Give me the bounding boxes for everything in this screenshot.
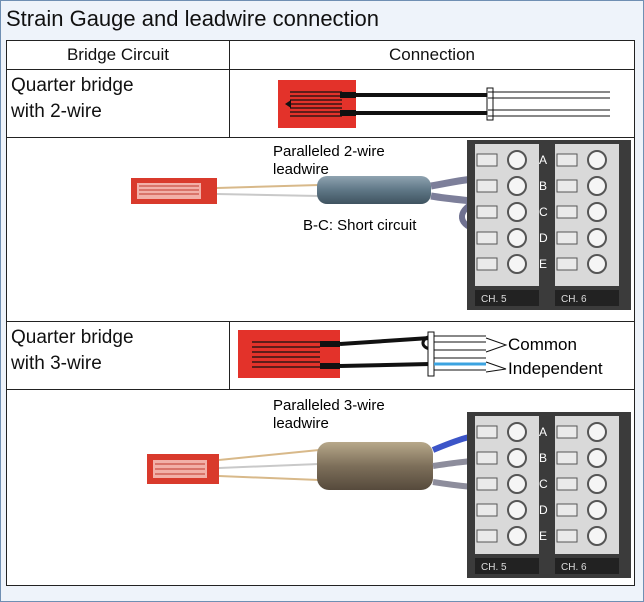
schematic-3wire: Common Independent xyxy=(238,330,603,378)
lead-label-line-2: leadwire xyxy=(273,415,329,432)
label-line-2: with 2-wire xyxy=(11,101,102,122)
schematic-2wire xyxy=(278,80,610,128)
terminal-letter-c: C xyxy=(539,205,548,219)
terminal-letter-b: B xyxy=(539,179,547,193)
lead-label-line-1: Paralleled 3-wire xyxy=(273,397,385,414)
terminal-block: A B C D E CH. 5 CH. 6 xyxy=(467,412,631,578)
photo-2wire: A B C D E CH. 5 CH. 6 Paralleled 2-wire … xyxy=(131,140,631,310)
terminal-letter-a: A xyxy=(539,153,547,167)
label-line-1: Quarter bridge xyxy=(11,75,134,96)
label-line-1: Quarter bridge xyxy=(11,327,134,348)
channel-label-left: CH. 5 xyxy=(481,294,507,305)
header-connection: Connection xyxy=(229,40,635,70)
schematic-3wire-cell: Common Independent xyxy=(229,321,635,390)
paralleled-cable xyxy=(317,176,431,204)
short-circuit-label: B-C: Short circuit xyxy=(303,217,417,234)
paralleled-cable xyxy=(317,442,433,490)
label-line-2: with 3-wire xyxy=(11,353,102,374)
independent-label: Independent xyxy=(508,359,603,378)
photo-3wire: A B C D E CH. 5 CH. 6 Paralleled 3-wire … xyxy=(147,397,631,578)
diagram-title: Strain Gauge and leadwire connection xyxy=(6,6,380,31)
terminal-letter-e: E xyxy=(539,529,547,543)
photo-2wire-cell: A B C D E CH. 5 CH. 6 Paralleled 2-wire … xyxy=(6,137,635,322)
terminal-block: A B C D E CH. 5 CH. 6 xyxy=(467,140,631,310)
terminal-letter-d: D xyxy=(539,503,548,517)
schematic-2wire-cell xyxy=(229,69,635,138)
strain-gauge-icon xyxy=(238,330,340,378)
connection-table: Bridge Circuit Connection Quarter bridge… xyxy=(6,40,635,586)
common-label: Common xyxy=(508,335,577,354)
header-bridge-circuit: Bridge Circuit xyxy=(6,40,230,70)
terminal-letter-c: C xyxy=(539,477,548,491)
channel-label-left: CH. 5 xyxy=(481,562,507,573)
gauge-grid xyxy=(290,91,342,117)
terminal-letter-d: D xyxy=(539,231,548,245)
photo-3wire-cell: A B C D E CH. 5 CH. 6 Paralleled 3-wire … xyxy=(6,389,635,586)
terminal-letter-a: A xyxy=(539,425,547,439)
terminal-letter-e: E xyxy=(539,257,547,271)
terminal-letter-b: B xyxy=(539,451,547,465)
channel-label-right: CH. 6 xyxy=(561,294,587,305)
lead-label-line-2: leadwire xyxy=(273,161,329,178)
row-label-3wire: Quarter bridge with 3-wire xyxy=(6,321,230,390)
channel-label-right: CH. 6 xyxy=(561,562,587,573)
lead-label-line-1: Paralleled 2-wire xyxy=(273,143,385,160)
row-label-2wire: Quarter bridge with 2-wire xyxy=(6,69,230,138)
